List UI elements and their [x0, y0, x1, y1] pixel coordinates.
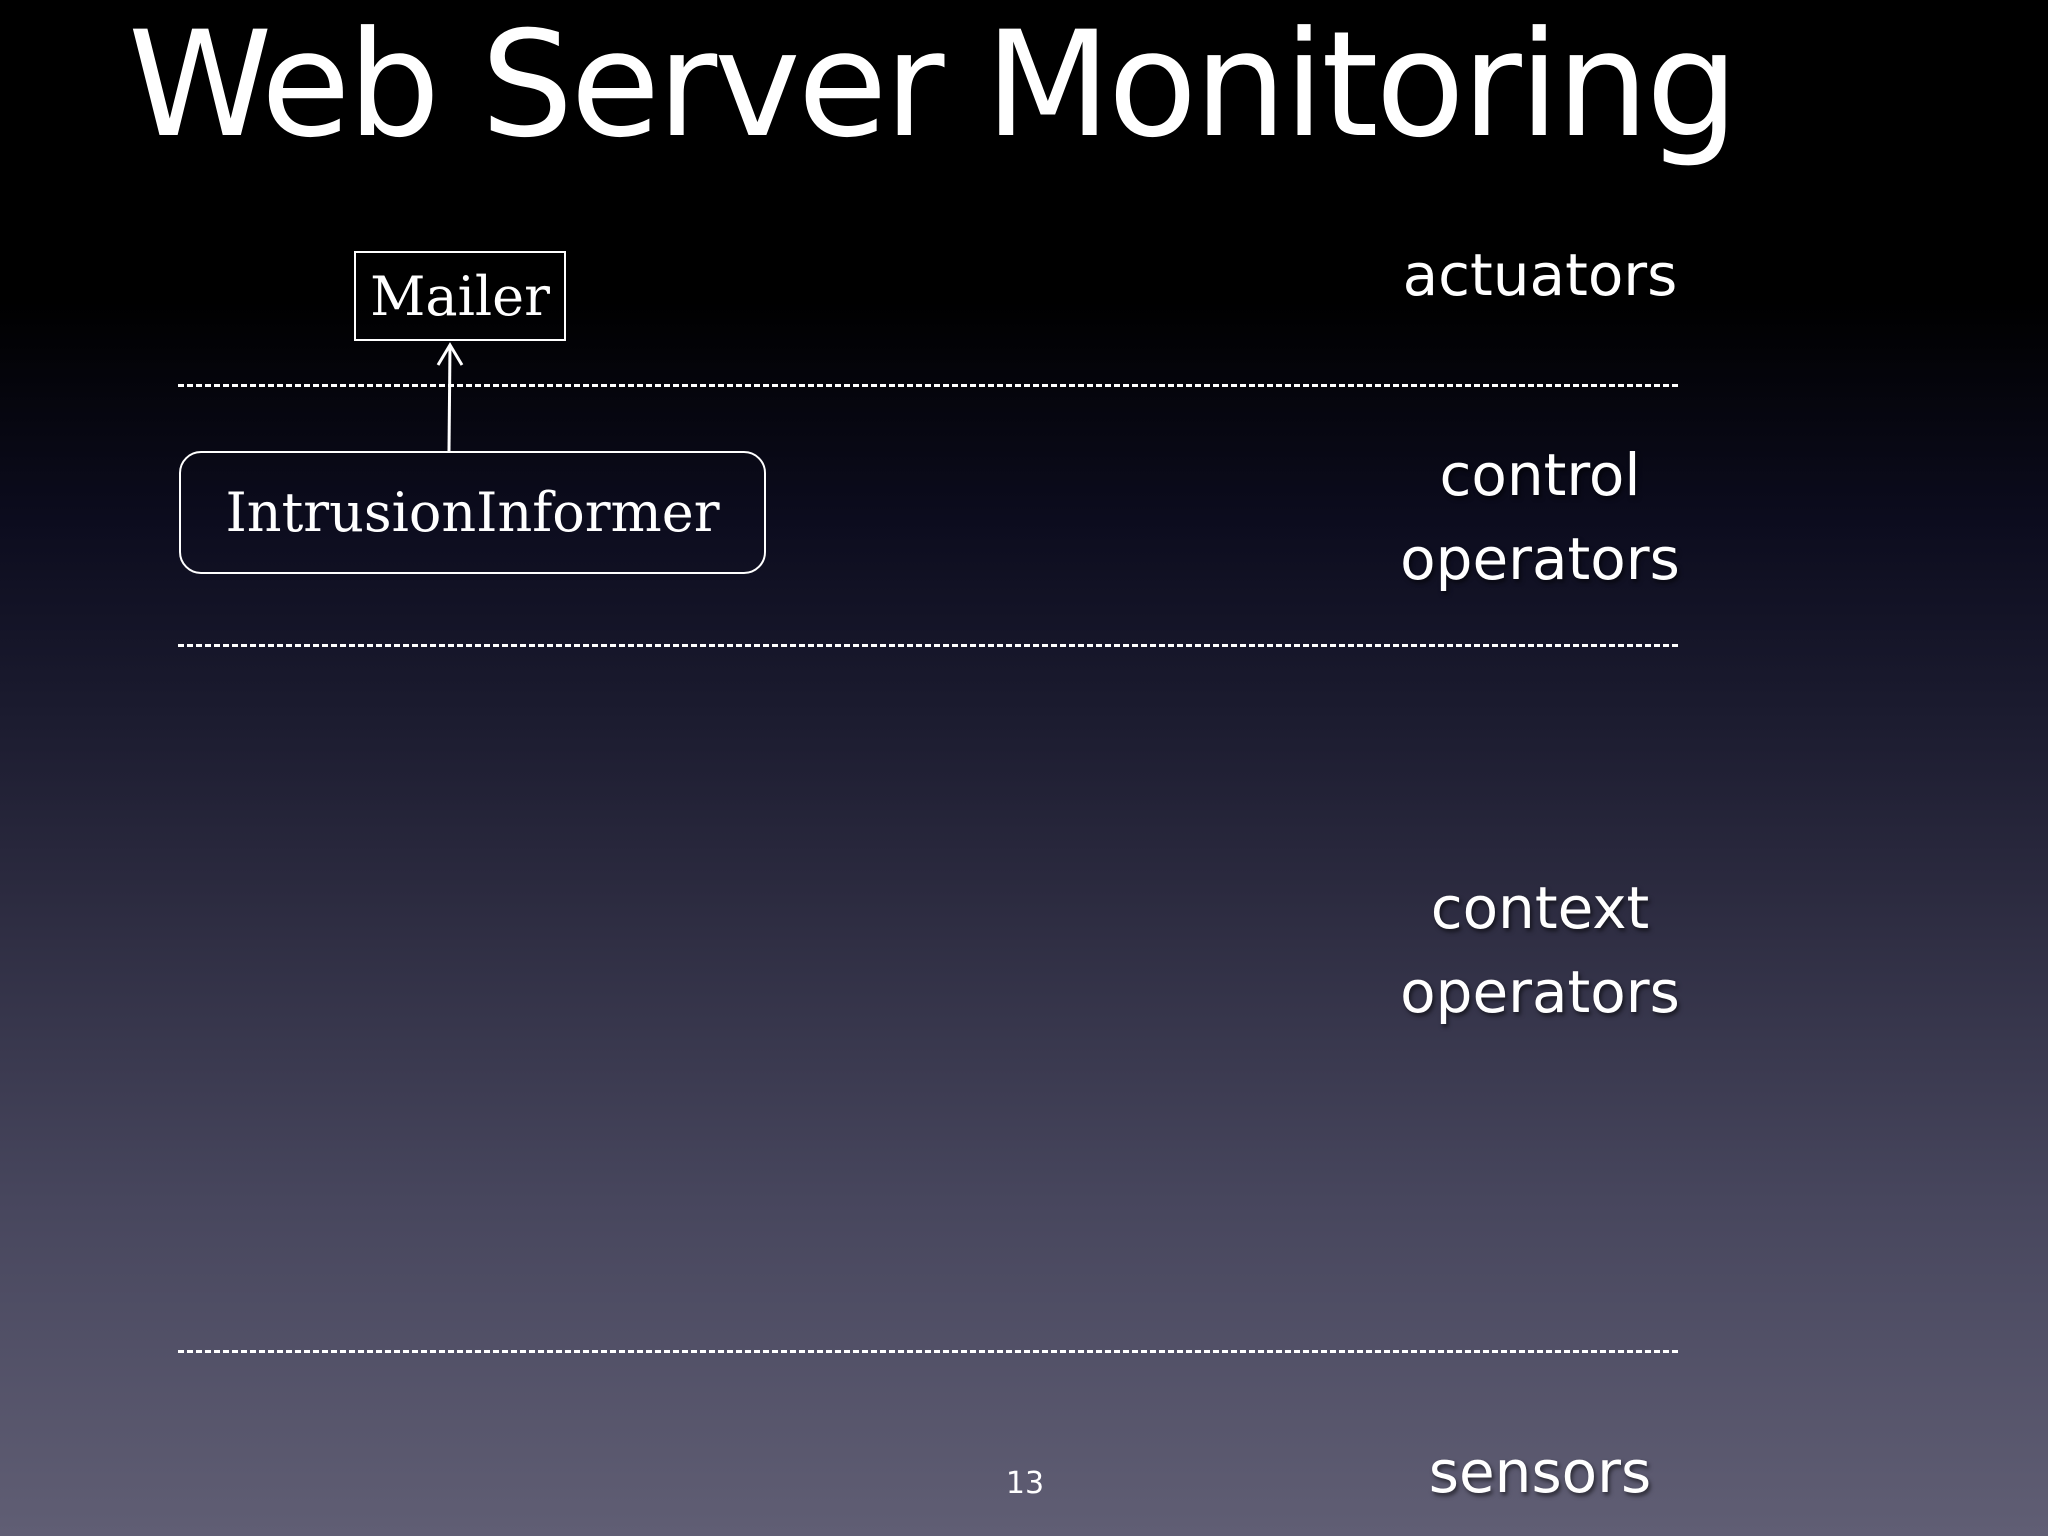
layer-divider-control-context: [178, 644, 1678, 647]
layer-label-control-line2: operators: [1400, 525, 1680, 593]
layer-label-sensors: sensors: [1330, 1430, 1750, 1514]
layer-label-sensors-text: sensors: [1428, 1438, 1652, 1506]
layer-label-actuators: actuators: [1330, 233, 1750, 317]
layer-label-actuators-text: actuators: [1402, 241, 1678, 309]
node-mailer: Mailer: [354, 251, 566, 341]
layer-divider-actuators-control: [178, 384, 1678, 387]
layer-label-control-line1: control: [1439, 441, 1641, 509]
layer-divider-context-sensors: [178, 1350, 1678, 1353]
slide-title: Web Server Monitoring: [128, 0, 1739, 170]
node-intrusion-informer-label: IntrusionInformer: [225, 481, 720, 544]
node-intrusion-informer: IntrusionInformer: [179, 451, 766, 574]
layer-label-context-line2: operators: [1400, 958, 1680, 1026]
edge-informer-to-mailer: [447, 344, 452, 452]
layer-label-context-line1: context: [1430, 874, 1650, 942]
page-number: 13: [1005, 1466, 1045, 1501]
node-mailer-label: Mailer: [370, 264, 550, 328]
edge-arrowhead: [436, 342, 464, 366]
layer-label-context-operators: context operators: [1330, 866, 1750, 1034]
layer-label-control-operators: control operators: [1330, 433, 1750, 601]
